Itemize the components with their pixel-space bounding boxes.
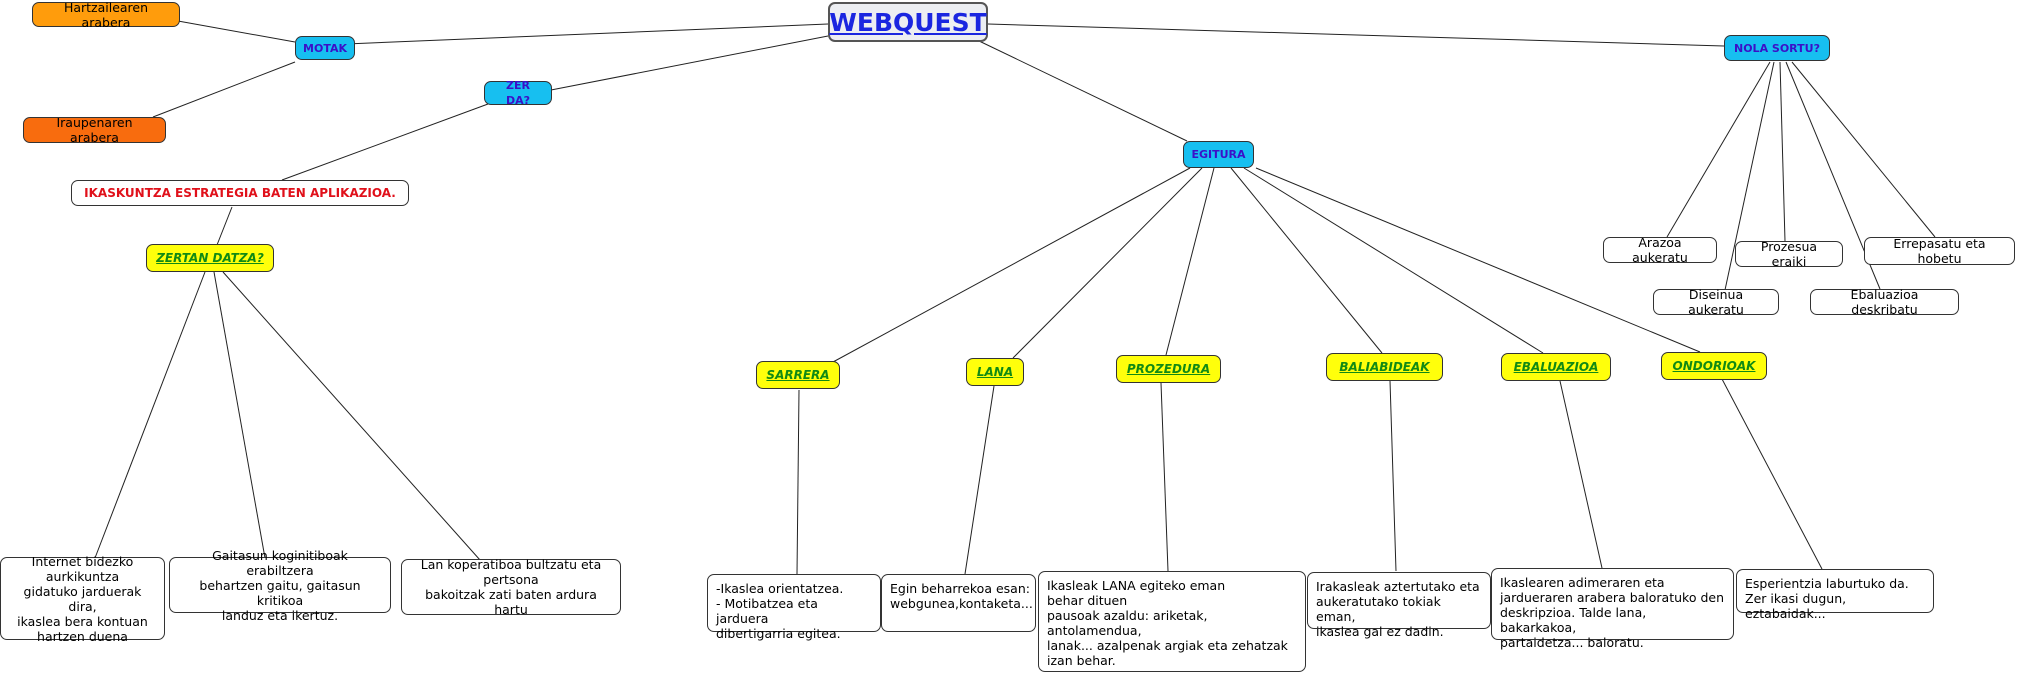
zertan-item-1[interactable]: Internet bidezko aurkikuntza gidatuko ja… bbox=[0, 554, 165, 644]
section-prozedura[interactable]: PROZEDURA bbox=[1116, 355, 1221, 383]
section-ebaluazioa[interactable]: EBALUAZIOA bbox=[1501, 353, 1611, 381]
branch-egitura[interactable]: EGITURA bbox=[1183, 141, 1254, 168]
zertan-item-3[interactable]: Lan koperatiboa bultzatu eta pertsona ba… bbox=[401, 557, 621, 617]
step-prozesua-eraiki[interactable]: Prozesua eraiki bbox=[1735, 239, 1843, 269]
prozedura-description[interactable]: Ikasleak LANA egiteko eman behar dituen … bbox=[1038, 571, 1306, 672]
lana-description[interactable]: Egin beharrekoa esan: webgunea,kontaketa… bbox=[881, 574, 1036, 632]
step-errepasatu-hobetu[interactable]: Errepasatu eta hobetu bbox=[1864, 236, 2015, 266]
section-baliabideak[interactable]: BALIABIDEAK bbox=[1326, 353, 1443, 381]
section-lana[interactable]: LANA bbox=[966, 358, 1024, 386]
sarrera-description[interactable]: -Ikaslea orientatzea. - Motibatzea eta j… bbox=[707, 574, 881, 641]
branch-nola-sortu[interactable]: NOLA SORTU? bbox=[1724, 35, 1830, 61]
ebaluazioa-description[interactable]: Ikaslearen adimeraren eta jardueraren ar… bbox=[1491, 568, 1734, 650]
step-arazoa-aukeratu[interactable]: Arazoa aukeratu bbox=[1603, 235, 1717, 265]
section-sarrera[interactable]: SARRERA bbox=[756, 361, 840, 389]
step-ebaluazioa-deskribatu[interactable]: Ebaluazioa deskribatu bbox=[1810, 287, 1959, 317]
section-ondorioak[interactable]: ONDORIOAK bbox=[1661, 352, 1767, 380]
zer-da-aplikazioa[interactable]: IKASKUNTZA ESTRATEGIA BATEN APLIKAZIOA. bbox=[71, 180, 409, 206]
motak-hartzailea[interactable]: Hartzailearen arabera bbox=[32, 0, 180, 30]
motak-iraupena[interactable]: Iraupenaren arabera bbox=[23, 115, 166, 145]
root-node-webquest[interactable]: WEBQUEST bbox=[828, 2, 988, 42]
zertan-datza-node[interactable]: ZERTAN DATZA? bbox=[146, 244, 274, 272]
branch-zer-da[interactable]: ZER DA? bbox=[484, 79, 552, 107]
ondorioak-description[interactable]: Esperientzia laburtuko da. Zer ikasi dug… bbox=[1736, 569, 1934, 621]
branch-motak[interactable]: MOTAK bbox=[295, 36, 355, 60]
step-diseinua-aukeratu[interactable]: Diseinua aukeratu bbox=[1653, 287, 1779, 317]
zertan-item-2[interactable]: Gaitasun koginitiboak erabiltzera behart… bbox=[169, 548, 391, 623]
baliabideak-description[interactable]: Irakasleak aztertutako eta aukeratutako … bbox=[1307, 572, 1491, 639]
